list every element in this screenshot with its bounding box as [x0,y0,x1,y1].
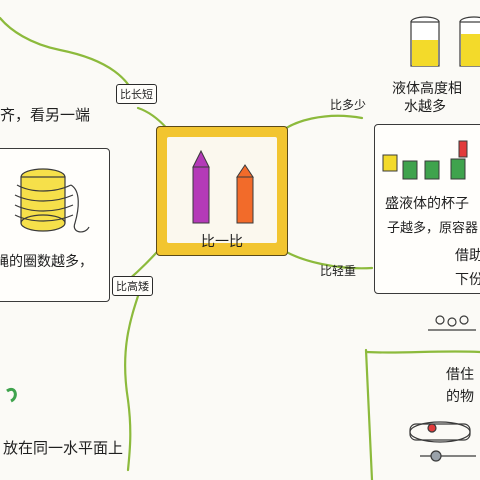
branch-top-left-curve [0,16,138,102]
branch-length-tag: 比长短 [116,84,157,104]
branch-right-bottom [364,350,480,354]
right-mid-line2: 子越多，原容器 [387,221,479,236]
branch-left-curve [124,288,142,472]
green-shape-icon [6,387,17,403]
green-cups-icon [382,140,468,180]
right-bottom-line2: 的物 [446,389,474,405]
left-panel: 绳的圈数越多， [0,148,110,302]
branch-height-tag: 比高矮 [112,276,153,296]
branch-right-divider [364,348,374,480]
coil-illustration [14,168,90,233]
branch-amount-tag: 比多少 [330,98,367,112]
center-title: 比一比 [201,234,243,250]
center-inner [167,137,277,243]
right-top-line1: 液体高度相 [392,81,462,97]
center-card: 比一比 [156,126,288,256]
branch-weight-tag: 比轻重 [320,264,357,278]
rockets-illustration [192,149,254,224]
right-bottom-line1: 借住 [446,367,474,383]
bottom-left-text: 放在同一水平面上 [3,439,124,457]
right-mid-line3: 借助 [455,248,480,264]
bottom-left-panel: 放在同一水平面上 [0,340,130,472]
right-mid-line4: 下份 [455,272,480,288]
left-panel-text: 绳的圈数越多， [0,254,93,270]
top-left-text: 齐，看另一端 [0,106,91,124]
right-mid-line1: 盛液体的杯子 [385,196,469,212]
right-mid-panel: 盛液体的杯子 子越多，原容器 借助 下份 [374,124,480,294]
right-top-line2: 水越多 [404,99,446,115]
